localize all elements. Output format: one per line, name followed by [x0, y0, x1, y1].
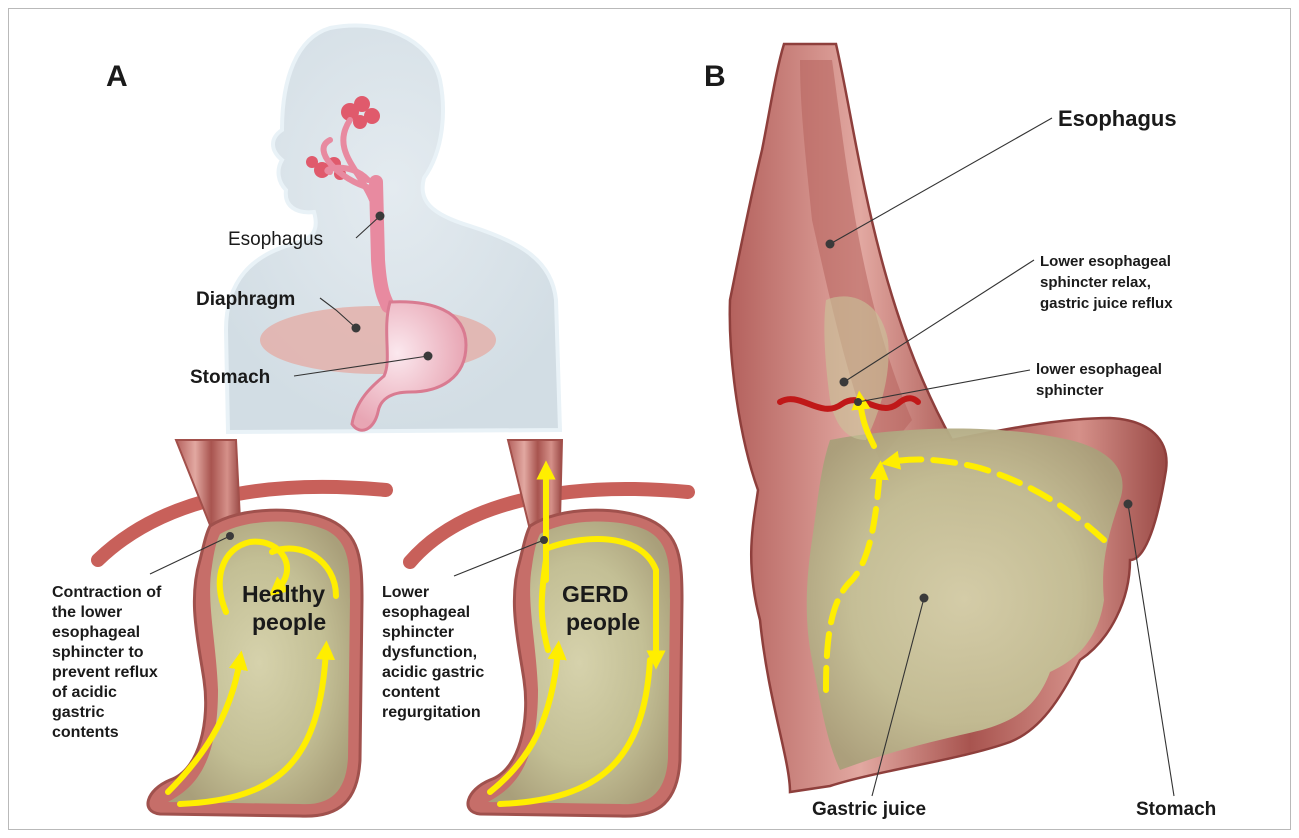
- healthy-caption-line-2: the lower: [52, 604, 122, 621]
- marker-diaphragm: [352, 324, 361, 333]
- label-gastric-juice: Gastric juice: [812, 799, 926, 820]
- healthy-caption-line-4: sphincter to: [52, 644, 144, 661]
- gerd-caption-line-5: acidic gastric: [382, 664, 484, 681]
- marker-esophagus-a: [376, 212, 385, 221]
- label-esophagus-b: Esophagus: [1058, 106, 1177, 131]
- leader-stomach-b: [1128, 504, 1174, 796]
- healthy-caption-line-1: Contraction of: [52, 584, 162, 601]
- gerd-caption: Lower esophageal sphincter dysfunction, …: [382, 584, 484, 721]
- label-sphincter-line-2: sphincter: [1036, 382, 1104, 399]
- gerd-caption-line-4: dysfunction,: [382, 644, 477, 661]
- gerd-caption-line-3: sphincter: [382, 624, 454, 641]
- label-relax-line-2: sphincter relax,: [1040, 274, 1151, 291]
- label-stomach-b: Stomach: [1136, 799, 1216, 820]
- gerd-caption-line-1: Lower: [382, 584, 429, 601]
- marker-stomach-b: [1124, 500, 1133, 509]
- label-relax-line-1: Lower esophageal: [1040, 253, 1171, 270]
- panel-a-letter: A: [106, 60, 128, 93]
- marker-stomach-a: [424, 352, 433, 361]
- healthy-caption: Contraction of the lower esophageal sphi…: [52, 584, 162, 741]
- healthy-stomach-illustration: [98, 440, 386, 816]
- label-sphincter: lower esophageal sphincter: [1036, 361, 1162, 399]
- esophagus-stomach-illustration: [730, 44, 1167, 792]
- label-relax: Lower esophageal sphincter relax, gastri…: [1040, 253, 1173, 312]
- gerd-inner-line-1: GERD: [562, 581, 628, 607]
- marker-healthy-sphincter: [226, 532, 234, 540]
- marker-esophagus-b: [826, 240, 835, 249]
- label-esophagus-a: Esophagus: [228, 229, 323, 250]
- marker-gastric-juice: [920, 594, 929, 603]
- healthy-caption-line-8: contents: [52, 724, 119, 741]
- marker-gerd-sphincter: [540, 536, 548, 544]
- healthy-inner-line-1: Healthy: [242, 581, 325, 607]
- gerd-inner-line-2: people: [566, 609, 640, 635]
- label-stomach-a: Stomach: [190, 367, 270, 388]
- healthy-inner-line-2: people: [252, 609, 326, 635]
- healthy-caption-line-5: prevent reflux: [52, 664, 158, 681]
- healthy-caption-line-6: of acidic: [52, 684, 117, 701]
- healthy-caption-line-3: esophageal: [52, 624, 140, 641]
- gerd-caption-line-6: content: [382, 684, 440, 701]
- gerd-caption-line-2: esophageal: [382, 604, 470, 621]
- healthy-caption-line-7: gastric: [52, 704, 105, 721]
- label-sphincter-line-1: lower esophageal: [1036, 361, 1162, 378]
- label-diaphragm: Diaphragm: [196, 289, 295, 310]
- marker-relax: [840, 378, 849, 387]
- panel-b-letter: B: [704, 60, 726, 93]
- label-relax-line-3: gastric juice reflux: [1040, 295, 1173, 312]
- gerd-caption-line-7: regurgitation: [382, 704, 481, 721]
- marker-sphincter: [854, 398, 862, 406]
